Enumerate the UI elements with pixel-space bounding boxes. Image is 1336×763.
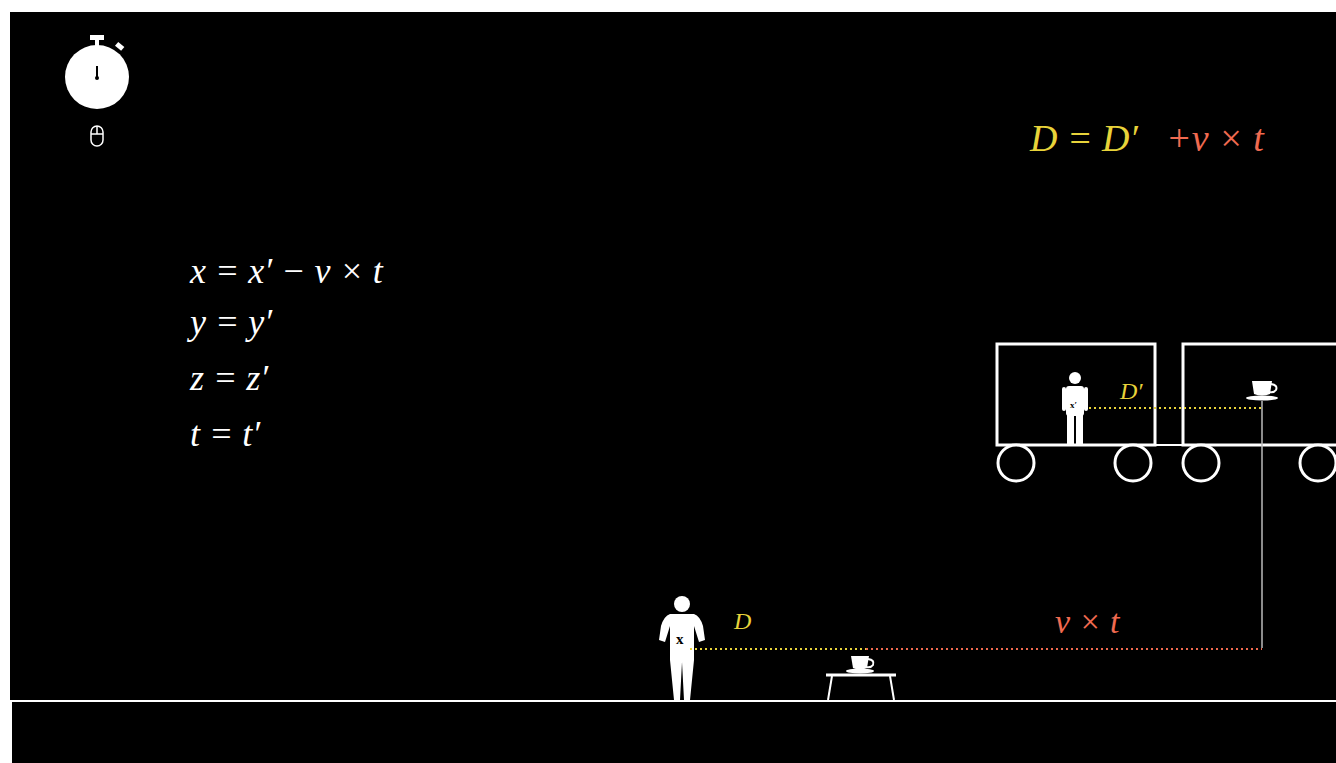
saucer xyxy=(846,669,874,674)
frame-edge xyxy=(10,701,12,763)
train-car xyxy=(1183,344,1336,445)
equation: z = z′ xyxy=(190,358,268,399)
table-top xyxy=(826,674,896,677)
car-coupler xyxy=(1155,444,1183,446)
stopwatch-side-button xyxy=(115,42,124,51)
equation: y = y′ xyxy=(190,302,272,343)
mouse-body xyxy=(91,126,103,146)
distance-label: D xyxy=(734,607,751,635)
person-leg xyxy=(1076,414,1083,444)
person-torso xyxy=(1066,386,1084,416)
displacement-line xyxy=(866,648,1262,650)
table-symbol xyxy=(826,675,896,700)
distance-label: D′ xyxy=(1120,377,1143,405)
wheel xyxy=(1300,445,1336,481)
train xyxy=(997,344,1336,481)
cup-body xyxy=(1252,381,1272,396)
table-leg xyxy=(890,676,894,700)
mouse-icon xyxy=(91,126,103,146)
train-person xyxy=(1062,372,1088,444)
mouse-divider xyxy=(96,126,98,134)
stopwatch-icon xyxy=(65,35,129,109)
wheel xyxy=(1115,445,1151,481)
cup-symbol xyxy=(1246,381,1278,401)
displacement-label: v × t xyxy=(1055,602,1119,641)
person-head xyxy=(674,596,690,612)
stopwatch-face xyxy=(65,45,129,109)
background xyxy=(10,12,1336,763)
person-leg xyxy=(1067,414,1074,444)
position-label: x xyxy=(676,631,684,648)
distance-line xyxy=(1089,407,1262,409)
person-head xyxy=(1069,372,1081,384)
equation: D = D′ xyxy=(1030,116,1138,160)
cup-handle xyxy=(866,659,873,667)
table-leg xyxy=(828,676,832,700)
saucer xyxy=(1246,396,1278,401)
train-car xyxy=(997,344,1155,445)
person-arm xyxy=(1062,387,1066,411)
ground-person xyxy=(659,596,705,700)
distance-line xyxy=(690,648,866,650)
person-body xyxy=(659,614,705,700)
wheel xyxy=(998,445,1034,481)
equation: x = x′ − v × t xyxy=(190,251,383,292)
ground-line xyxy=(10,700,1336,702)
cup-handle xyxy=(1269,384,1276,392)
stopwatch-hub xyxy=(95,76,99,80)
cup-symbol xyxy=(846,656,874,674)
projection-line xyxy=(1261,401,1263,648)
wheel xyxy=(1183,445,1219,481)
equation: +v × t xyxy=(1166,116,1264,160)
equation: t = t′ xyxy=(190,414,260,455)
person-arm xyxy=(1084,387,1088,411)
stopwatch-hand xyxy=(96,66,98,77)
position-label: x′ xyxy=(1070,400,1077,410)
